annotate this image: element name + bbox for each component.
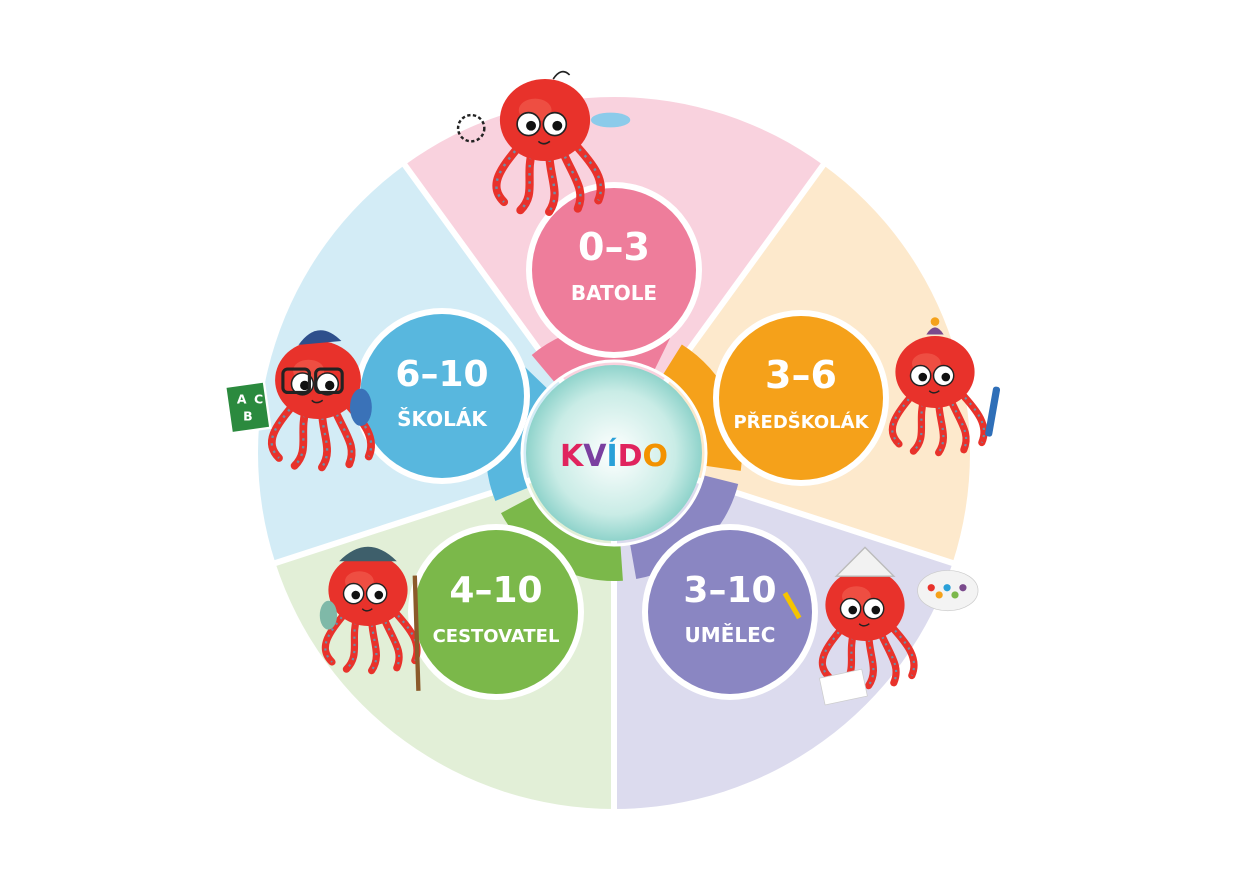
octopus-batole-illustration xyxy=(456,70,631,216)
arc-umelec xyxy=(629,475,739,580)
center-hub xyxy=(526,365,702,541)
kvido-logo-text: KVÍDO xyxy=(560,438,668,474)
drawing-paper-icon xyxy=(819,668,868,706)
backpack-icon xyxy=(319,600,338,630)
age-circle-fill xyxy=(719,316,883,480)
age-circle-fill xyxy=(648,530,812,694)
age-label: BATOLE xyxy=(571,281,657,305)
bottle-icon xyxy=(590,112,631,128)
walking-stick-icon xyxy=(412,575,421,691)
kvido-logo: KVÍDO xyxy=(560,438,668,474)
octopus-predskolak-illustration xyxy=(888,317,1001,457)
tambourine-icon xyxy=(456,113,486,143)
age-range: 4–10 xyxy=(449,570,542,611)
age-range: 6–10 xyxy=(395,354,488,395)
age-circles: 0–3BATOLE3–6PŘEDŠKOLÁK3–10UMĚLEC4–10CEST… xyxy=(354,182,889,700)
arc-cestovatel xyxy=(500,496,623,581)
book-letter: B xyxy=(243,409,253,424)
school-cap-icon xyxy=(298,330,342,345)
book-letter: A xyxy=(237,391,247,406)
schoolbag-icon xyxy=(349,388,372,427)
marker-icon xyxy=(985,386,1001,437)
octopus-umelec-illustration xyxy=(782,546,979,706)
glasses-icon xyxy=(281,367,311,395)
age-circle-fill xyxy=(532,188,696,352)
octopus-cestovatel-illustration xyxy=(319,546,421,691)
age-range: 3–6 xyxy=(765,353,837,397)
pencil-icon xyxy=(782,591,802,620)
age-label: UMĚLEC xyxy=(685,623,776,647)
cap-icon xyxy=(339,546,397,562)
arc-predskolak xyxy=(662,344,743,471)
book-letter: C xyxy=(254,391,263,406)
age-label: CESTOVATEL xyxy=(433,626,560,647)
age-label: PŘEDŠKOLÁK xyxy=(733,411,869,433)
hub-border xyxy=(520,359,708,547)
hat-icon xyxy=(926,327,944,335)
age-label: ŠKOLÁK xyxy=(397,407,488,431)
age-range: 3–10 xyxy=(683,570,776,611)
age-circle-fill xyxy=(414,530,578,694)
paper-hat-icon xyxy=(834,546,896,577)
age-range: 0–3 xyxy=(578,225,650,269)
age-circle-fill xyxy=(360,314,524,478)
